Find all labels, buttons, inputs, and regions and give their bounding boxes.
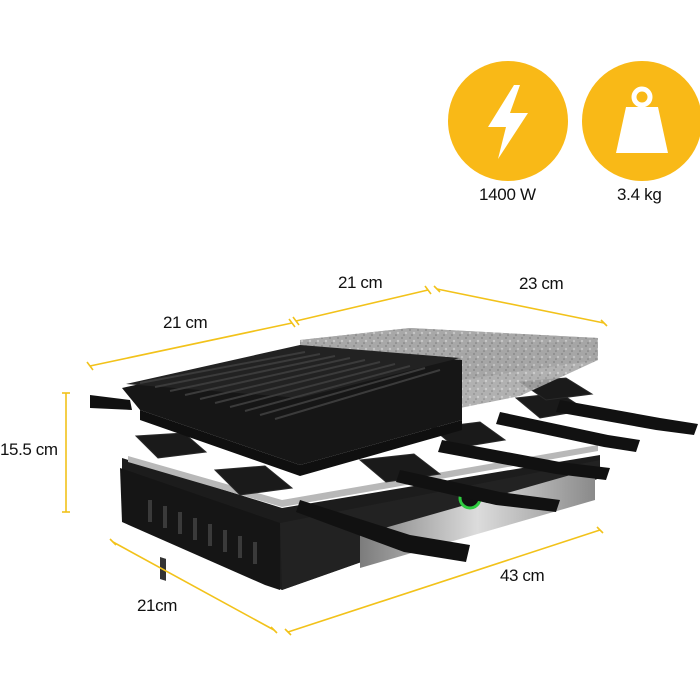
weight-icon [616,86,668,153]
lightning-bolt-icon [488,85,528,159]
stone-width-label: 21 cm [338,273,383,292]
height-label: 15.5 cm [0,440,58,459]
weight-badge [582,61,700,181]
power-label: 1400 W [479,185,536,204]
base-depth-label: 21cm [137,596,177,615]
dimension-lines [62,285,608,636]
grill-plate [122,345,462,476]
power-badge [448,61,568,181]
total-length-label: 43 cm [500,566,545,585]
pan-handles [90,395,698,562]
grill-width-label: 21 cm [163,313,208,332]
weight-label: 3.4 kg [617,185,662,204]
stone-depth-label: 23 cm [519,274,564,293]
